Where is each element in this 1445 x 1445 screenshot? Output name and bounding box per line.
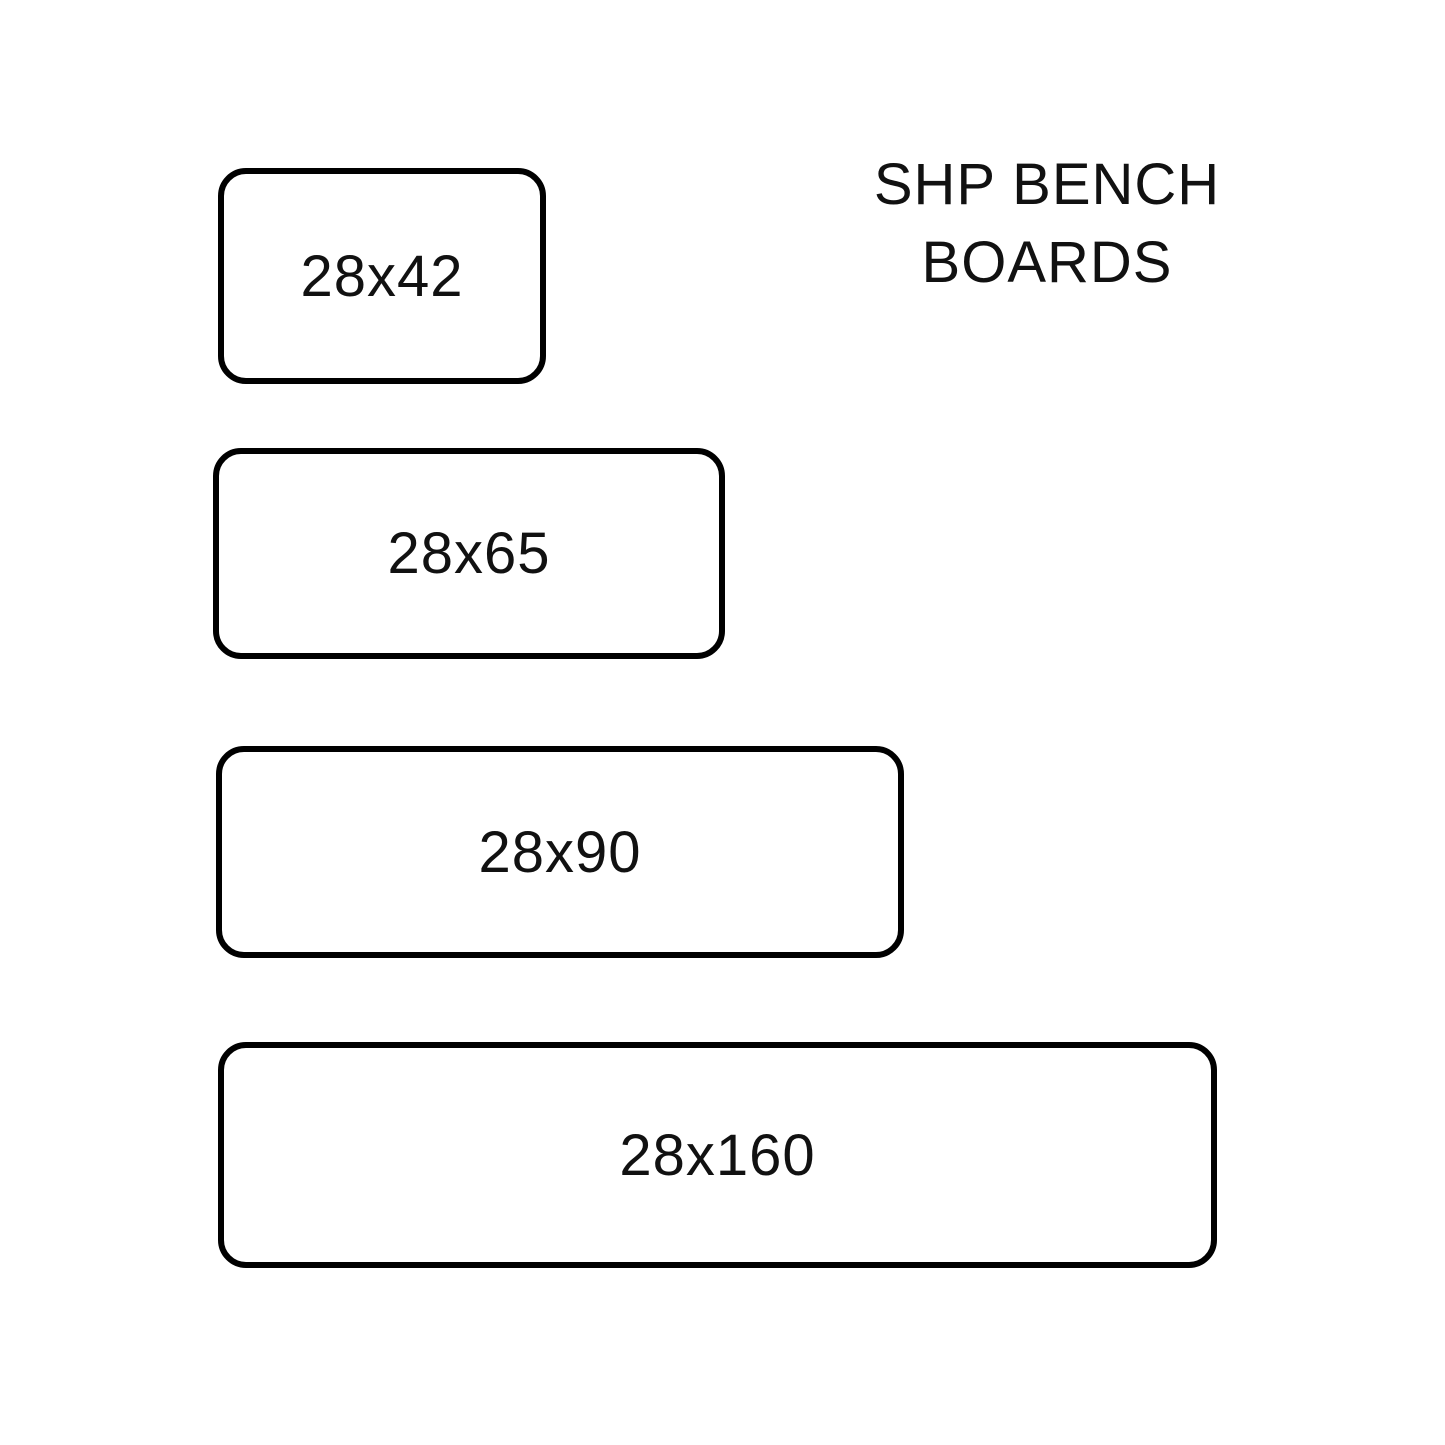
diagram-title: SHP BENCH BOARDS xyxy=(847,146,1247,302)
board-size-label: 28x65 xyxy=(387,521,551,586)
board-rect: 28x90 xyxy=(216,746,904,958)
diagram-title-line-2: BOARDS xyxy=(921,230,1173,295)
board-rect: 28x160 xyxy=(218,1042,1217,1268)
board-size-label: 28x42 xyxy=(300,243,464,309)
board-rect: 28x42 xyxy=(218,168,546,384)
diagram-title-line-1: SHP BENCH xyxy=(873,152,1221,217)
board-size-label: 28x90 xyxy=(478,819,642,885)
board-rect: 28x65 xyxy=(213,448,725,659)
board-size-label: 28x160 xyxy=(619,1122,816,1188)
